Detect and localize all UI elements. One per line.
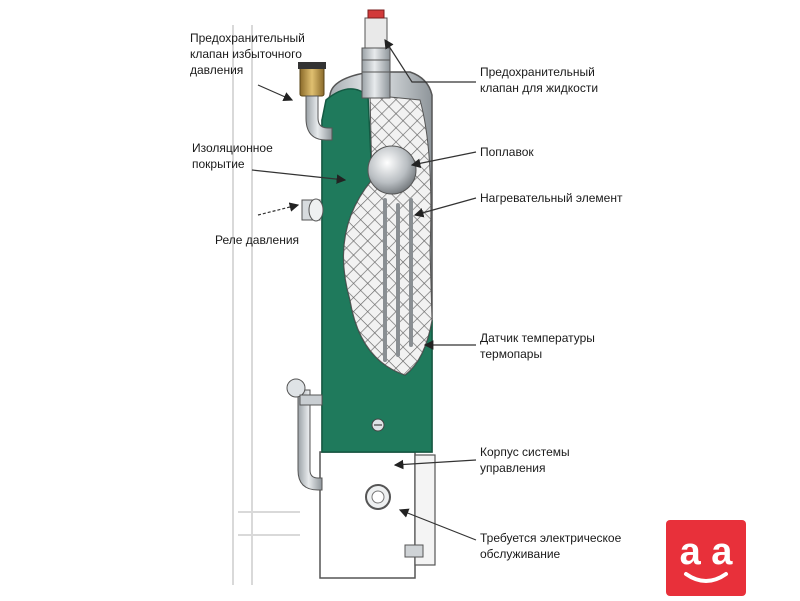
brand-logo: a a <box>666 520 746 596</box>
heating-element <box>383 198 413 362</box>
control-housing <box>319 451 436 579</box>
label-liquid-relief-valve: Предохранительный клапан для жидкости <box>480 65 599 95</box>
brand-logo-glyphs: a a <box>680 531 734 583</box>
label-float: Поплавок <box>480 145 534 159</box>
label-insulation: Изоляционное покрытие <box>192 141 273 171</box>
label-pressure-relay: Реле давления <box>215 233 300 247</box>
label-heating-element: Нагревательный элемент <box>480 191 623 205</box>
label-electrical-service: Требуется электрическое обслуживание <box>480 531 622 561</box>
leader-lines <box>251 38 477 541</box>
label-thermocouple-sensor: Датчик температуры термопары <box>480 331 595 361</box>
cabinet-frame <box>232 25 300 585</box>
label-control-housing: Корпус системы управления <box>480 445 570 475</box>
liquid-relief-valve <box>361 9 391 99</box>
side-pipe <box>286 378 323 491</box>
pressure-relief-valve <box>298 62 333 141</box>
float-ball <box>367 145 417 195</box>
label-pressure-relief-valve: Предохранительный клапан избыточного дав… <box>190 31 305 77</box>
svg-text:a a: a a <box>680 531 734 573</box>
pressure-relay <box>301 198 324 222</box>
